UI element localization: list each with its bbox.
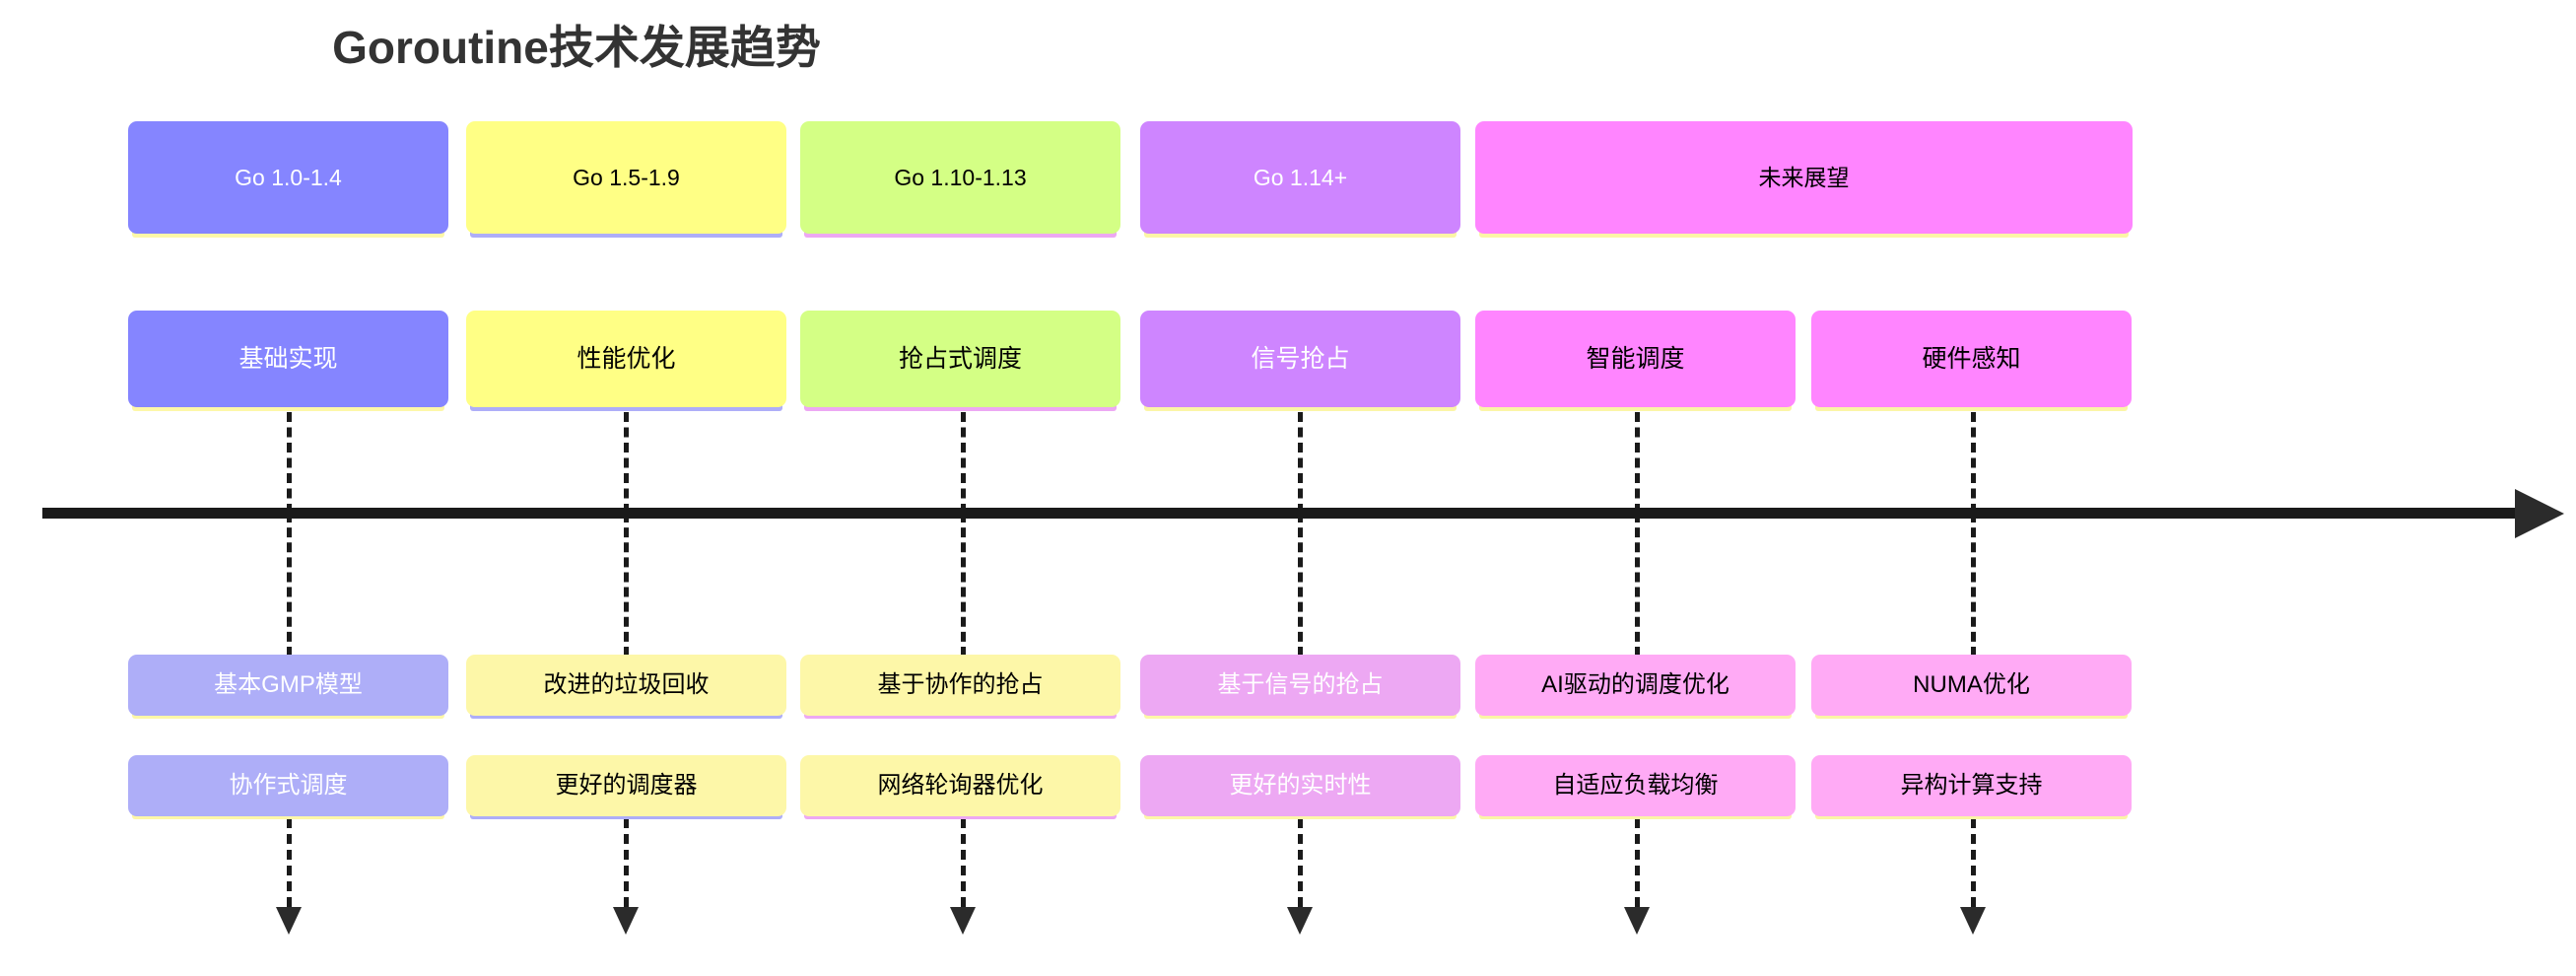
phase-strip [1144, 403, 1457, 411]
phase-strip [470, 403, 782, 411]
detail-box-r2-2[interactable]: 更好的调度器 [466, 755, 786, 816]
detail-box-r1-4[interactable]: 基于信号的抢占 [1140, 655, 1460, 716]
connector-arrow-head-icon-col1 [276, 907, 302, 935]
detail-box-r1-3[interactable]: 基于协作的抢占 [800, 655, 1120, 716]
connector-dash-col1-seg2 [287, 513, 292, 657]
phase-box-1[interactable]: 基础实现 [128, 311, 448, 407]
detail-box-r2-6[interactable]: 异构计算支持 [1811, 755, 2132, 816]
detail-box-r1-6[interactable]: NUMA优化 [1811, 655, 2132, 716]
detail-box-r1-1[interactable]: 基本GMP模型 [128, 655, 448, 716]
timeline-axis-line [42, 508, 2521, 519]
connector-arrow-head-icon-col5 [1624, 907, 1650, 935]
detail-box-r2-1[interactable]: 协作式调度 [128, 755, 448, 816]
connector-dash-col6-seg1 [1971, 412, 1976, 514]
connector-dash-col1-seg1 [287, 412, 292, 514]
detail-box-r2-4[interactable]: 更好的实时性 [1140, 755, 1460, 816]
phase-box-2[interactable]: 性能优化 [466, 311, 786, 407]
connector-dash-col5-seg1 [1635, 412, 1640, 514]
detail-box-r2-3[interactable]: 网络轮询器优化 [800, 755, 1120, 816]
phase-box-3[interactable]: 抢占式调度 [800, 311, 1120, 407]
connector-dash-col3-seg1 [961, 412, 966, 514]
connector-dash-col2-seg1 [624, 412, 629, 514]
connector-dash-col6-seg2 [1971, 513, 1976, 657]
connector-dash-col5-seg3 [1635, 818, 1640, 907]
connector-dash-col6-seg3 [1971, 818, 1976, 907]
era-box-5[interactable]: 未来展望 [1475, 121, 2133, 234]
connector-arrow-head-icon-col3 [950, 907, 976, 935]
era-box-4[interactable]: Go 1.14+ [1140, 121, 1460, 234]
connector-dash-col3-seg2 [961, 513, 966, 657]
era-box-3[interactable]: Go 1.10-1.13 [800, 121, 1120, 234]
era-strip [804, 230, 1117, 238]
connector-arrow-head-icon-col6 [1960, 907, 1986, 935]
era-strip [1479, 230, 2129, 238]
era-strip [1144, 230, 1457, 238]
phase-box-4[interactable]: 信号抢占 [1140, 311, 1460, 407]
phase-strip [1479, 403, 1792, 411]
connector-dash-col1-seg3 [287, 818, 292, 907]
phase-box-6[interactable]: 硬件感知 [1811, 311, 2132, 407]
phase-strip [132, 403, 444, 411]
connector-dash-col4-seg1 [1298, 412, 1303, 514]
detail-box-r1-2[interactable]: 改进的垃圾回收 [466, 655, 786, 716]
connector-dash-col4-seg3 [1298, 818, 1303, 907]
connector-dash-col3-seg3 [961, 818, 966, 907]
connector-arrow-head-icon-col4 [1287, 907, 1313, 935]
connector-dash-col2-seg2 [624, 513, 629, 657]
era-strip [132, 230, 444, 238]
detail-box-r1-5[interactable]: AI驱动的调度优化 [1475, 655, 1796, 716]
connector-dash-col5-seg2 [1635, 513, 1640, 657]
era-box-1[interactable]: Go 1.0-1.4 [128, 121, 448, 234]
connector-dash-col2-seg3 [624, 818, 629, 907]
detail-box-r2-5[interactable]: 自适应负载均衡 [1475, 755, 1796, 816]
era-box-2[interactable]: Go 1.5-1.9 [466, 121, 786, 234]
timeline-arrow-head-icon [2515, 489, 2564, 538]
page-title: Goroutine技术发展趋势 [332, 22, 821, 73]
phase-strip [804, 403, 1117, 411]
connector-arrow-head-icon-col2 [613, 907, 639, 935]
era-strip [470, 230, 782, 238]
connector-dash-col4-seg2 [1298, 513, 1303, 657]
phase-strip [1815, 403, 2128, 411]
phase-box-5[interactable]: 智能调度 [1475, 311, 1796, 407]
